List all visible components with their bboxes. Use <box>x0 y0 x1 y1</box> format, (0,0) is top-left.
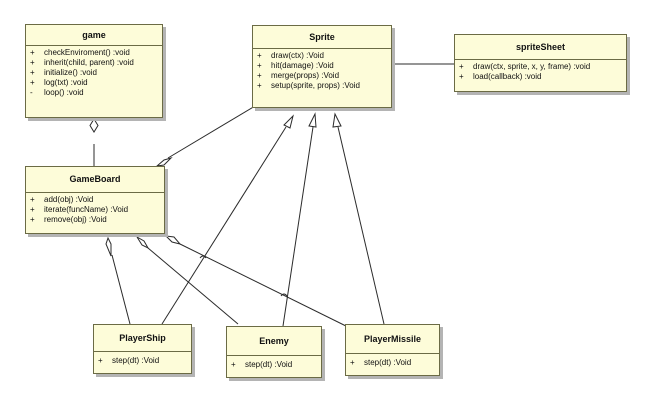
edge-gameboard-sprite <box>167 105 256 159</box>
operation: +step(dt) :Void <box>350 358 412 367</box>
edge-enemy-sprite <box>282 126 314 327</box>
generalization-arrow-playermissile <box>332 112 342 128</box>
operations-game: +checkEnviroment() :void +inherit(child,… <box>26 46 162 98</box>
operation: +remove(obj) :Void <box>30 215 107 224</box>
edge-playership-sprite <box>161 126 287 325</box>
class-name-gameboard: GameBoard <box>26 167 164 193</box>
operation: +hit(damage) :Void <box>257 61 334 70</box>
generalization-arrow-playership <box>283 114 294 129</box>
aggregation-diamond-gameboard-playermissile <box>164 235 182 245</box>
generalization-arrow-enemy <box>308 112 317 128</box>
operation: +add(obj) :Void <box>30 195 94 204</box>
line-crossing-hop <box>199 255 207 259</box>
operation: +step(dt) :Void <box>98 356 160 365</box>
operations-playermissile: +step(dt) :Void <box>346 354 439 368</box>
operations-playership: +step(dt) :Void <box>94 352 191 366</box>
aggregation-diamond-gameboard-enemy <box>136 236 150 250</box>
operations-enemy: +step(dt) :Void <box>227 356 321 370</box>
edge-playermissile-sprite <box>337 126 385 325</box>
class-name-sprite: Sprite <box>253 26 391 49</box>
class-game[interactable]: game +checkEnviroment() :void +inherit(c… <box>25 24 163 118</box>
edge-gameboard-playermissile <box>179 243 351 329</box>
operation: +initialize() :void <box>30 68 97 77</box>
edge-gameboard-enemy <box>147 247 239 325</box>
operation: +setup(sprite, props) :Void <box>257 81 360 90</box>
class-name-game: game <box>26 25 162 46</box>
class-name-spritesheet: spriteSheet <box>455 35 626 60</box>
class-enemy[interactable]: Enemy +step(dt) :Void <box>226 326 322 378</box>
class-playermissile[interactable]: PlayerMissile +step(dt) :Void <box>345 324 440 376</box>
class-spritesheet[interactable]: spriteSheet +draw(ctx, sprite, x, y, fra… <box>454 34 627 92</box>
operation: +draw(ctx, sprite, x, y, frame) :void <box>459 62 591 71</box>
operation: +log(txt) :void <box>30 78 88 87</box>
operation: +load(callback) :void <box>459 72 542 81</box>
operation: -loop() :void <box>30 88 84 97</box>
line-crossing-hop <box>280 293 288 297</box>
class-sprite[interactable]: Sprite +draw(ctx) :Void +hit(damage) :Vo… <box>252 25 392 108</box>
operation: +step(dt) :Void <box>231 360 293 369</box>
aggregation-diamond-gameboard-sprite <box>155 156 173 167</box>
operation: +inherit(child, parent) :void <box>30 58 134 67</box>
operations-spritesheet: +draw(ctx, sprite, x, y, frame) :void +l… <box>455 60 626 82</box>
operations-sprite: +draw(ctx) :Void +hit(damage) :Void +mer… <box>253 49 391 91</box>
class-name-enemy: Enemy <box>227 327 321 356</box>
operation: +iterate(funcName) :Void <box>30 205 129 214</box>
class-gameboard[interactable]: GameBoard +add(obj) :Void +iterate(funcN… <box>25 166 165 234</box>
operation: +draw(ctx) :Void <box>257 51 324 60</box>
operations-gameboard: +add(obj) :Void +iterate(funcName) :Void… <box>26 193 164 225</box>
edge-gameboard-playership <box>111 254 131 325</box>
operation: +checkEnviroment() :void <box>30 48 130 57</box>
class-playership[interactable]: PlayerShip +step(dt) :Void <box>93 324 192 374</box>
class-name-playermissile: PlayerMissile <box>346 325 439 354</box>
class-name-playership: PlayerShip <box>94 325 191 352</box>
aggregation-diamond-gameboard-playership <box>105 236 112 257</box>
aggregation-diamond-game <box>89 118 99 133</box>
operation: +merge(props) :Void <box>257 71 340 80</box>
